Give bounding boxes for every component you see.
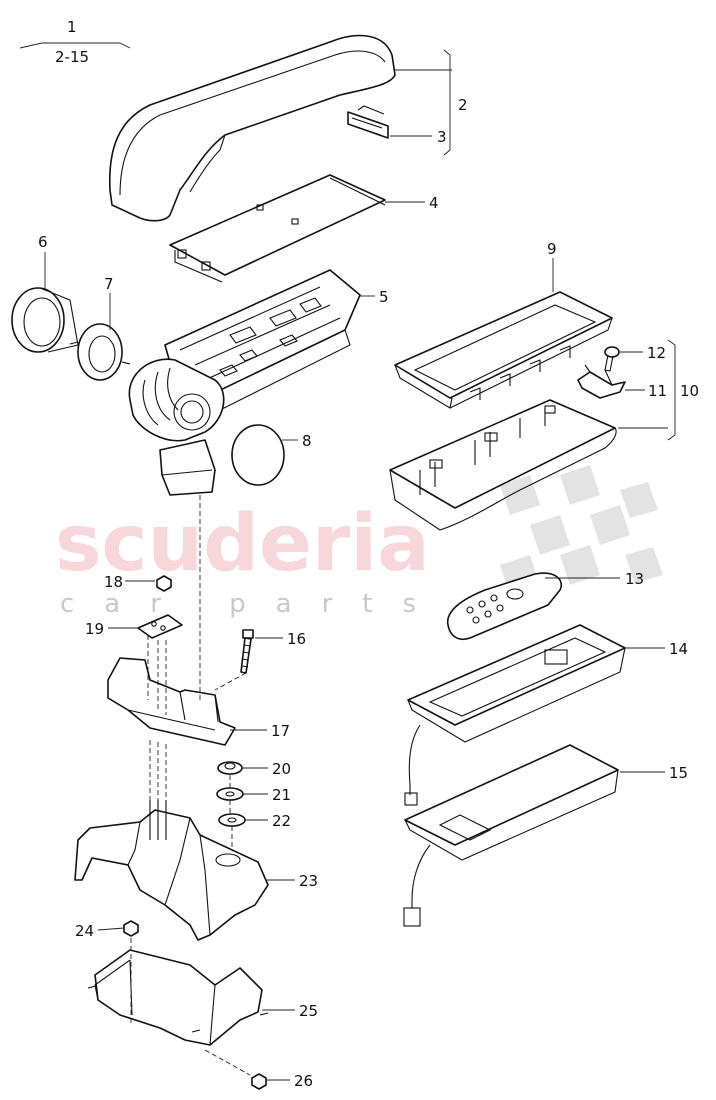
- callout-18: 18: [104, 573, 123, 591]
- callout-1: 1: [67, 18, 77, 36]
- callout-24: 24: [75, 922, 94, 940]
- callout-15: 15: [669, 764, 688, 782]
- phone-handset: [447, 572, 562, 641]
- bearing: [69, 323, 131, 381]
- armrest-lid: [108, 34, 396, 222]
- watermark-brand: scuderia: [55, 499, 430, 589]
- callout-21: 21: [272, 786, 291, 804]
- callout-13: 13: [625, 570, 644, 588]
- callout-1-range: 2-15: [55, 48, 89, 66]
- washer-22: [218, 813, 246, 827]
- callout-26: 26: [294, 1072, 313, 1090]
- callout-16: 16: [287, 630, 306, 648]
- cover-plate: [169, 174, 386, 283]
- callout-labels: 1 2-15 2 3 4 5 6 7 8 9 10 11 12 13 14 15…: [38, 18, 699, 1090]
- hinge-drum: [128, 358, 225, 442]
- callout-19: 19: [85, 620, 104, 638]
- tray-housing: [389, 399, 617, 531]
- bolt: [240, 629, 254, 674]
- callout-5: 5: [379, 288, 389, 306]
- screw: [604, 346, 620, 372]
- base-tray: [87, 949, 269, 1046]
- hex-nut-lower: [123, 920, 139, 937]
- callout-14: 14: [669, 640, 688, 658]
- alignment-lines: [130, 495, 251, 1076]
- callout-6: 6: [38, 233, 48, 251]
- callout-22: 22: [272, 812, 291, 830]
- callout-20: 20: [272, 760, 291, 778]
- lower-support: [74, 800, 269, 941]
- bracket-2: [443, 49, 451, 156]
- leader-lines: [19, 42, 676, 1081]
- washer-nut-20: [217, 761, 243, 775]
- callout-7: 7: [104, 275, 114, 293]
- phone-cradle-alt: [403, 744, 619, 927]
- lid-latch: [347, 105, 389, 139]
- callout-3: 3: [437, 128, 447, 146]
- trim-ring: [11, 287, 79, 353]
- end-cap: [231, 424, 285, 486]
- callout-12: 12: [647, 344, 666, 362]
- callout-17: 17: [271, 722, 290, 740]
- bracket-clip: [577, 364, 626, 399]
- storage-tray: [394, 291, 613, 409]
- callout-4: 4: [429, 194, 439, 212]
- callout-9: 9: [547, 240, 557, 258]
- mount-block: [159, 439, 216, 496]
- watermark: scuderia car parts: [55, 465, 663, 619]
- callout-25: 25: [299, 1002, 318, 1020]
- bracket-1: [19, 42, 131, 49]
- callout-23: 23: [299, 872, 318, 890]
- mounting-bracket: [107, 657, 236, 746]
- callout-2: 2: [458, 96, 468, 114]
- washer-21: [216, 787, 244, 801]
- hex-nut-top: [156, 575, 172, 592]
- hex-nut-bottom: [251, 1073, 267, 1090]
- callout-11: 11: [648, 382, 667, 400]
- watermark-tagline: car parts: [60, 589, 446, 619]
- bracket-10: [667, 339, 676, 441]
- callout-10: 10: [680, 382, 699, 400]
- nut-plate: [137, 614, 183, 639]
- callout-8: 8: [302, 432, 312, 450]
